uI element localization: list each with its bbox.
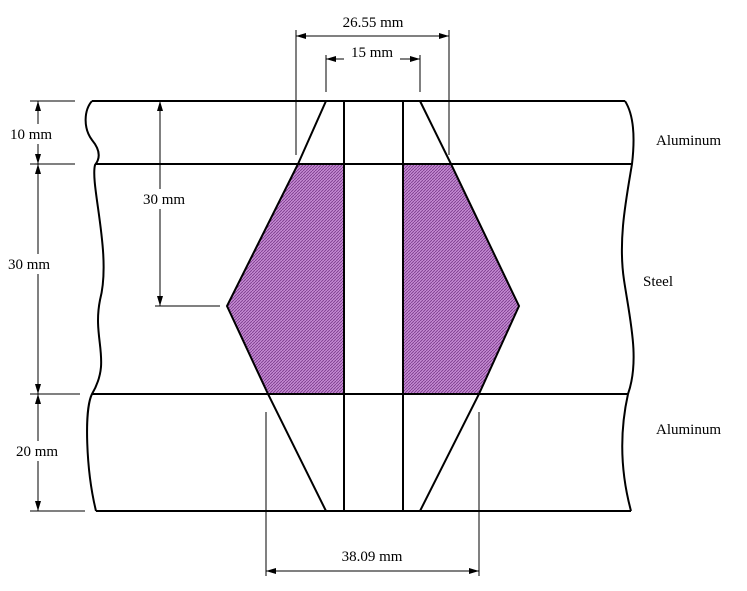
dim-hex-arrow-bottom [157, 296, 163, 306]
dim-bottom-layer-label: 20 mm [16, 444, 58, 460]
dim-gap-label: 15 mm [351, 45, 393, 61]
dim-top-layer-arrow-top [35, 101, 41, 111]
left-break-line [84, 100, 105, 512]
dim-top-width-label: 26.55 mm [343, 15, 404, 31]
right-break-line [620, 100, 635, 512]
dim-middle-layer-arrow-bottom [35, 384, 41, 394]
dim-bottom-layer-arrow-top [35, 394, 41, 404]
left-weld-region [227, 164, 344, 394]
left-groove-contour [225, 100, 327, 512]
dim-bottom-width-arrow-left [266, 568, 276, 574]
dim-bottom-layer-arrow-bottom [35, 501, 41, 511]
dim-gap-arrow-left [326, 56, 336, 62]
dim-hex-label: 30 mm [143, 192, 185, 208]
dim-middle-layer-label: 30 mm [8, 257, 50, 273]
dim-gap-arrow-right [410, 56, 420, 62]
right-weld-region [403, 164, 519, 394]
dim-top-width-arrow-left [296, 33, 306, 39]
top-layer-label: Aluminum [656, 133, 721, 149]
dim-middle-layer-arrow-top [35, 164, 41, 174]
middle-layer-label: Steel [643, 274, 673, 290]
bottom-layer-label: Aluminum [656, 422, 721, 438]
dim-bottom-width-label: 38.09 mm [342, 549, 403, 565]
dim-top-layer-label: 10 mm [10, 127, 52, 143]
right-groove-contour [419, 100, 521, 512]
dim-bottom-width-arrow-right [469, 568, 479, 574]
dim-hex-arrow-top [157, 101, 163, 111]
dim-top-width-arrow-right [439, 33, 449, 39]
dim-top-layer-arrow-bottom [35, 154, 41, 164]
